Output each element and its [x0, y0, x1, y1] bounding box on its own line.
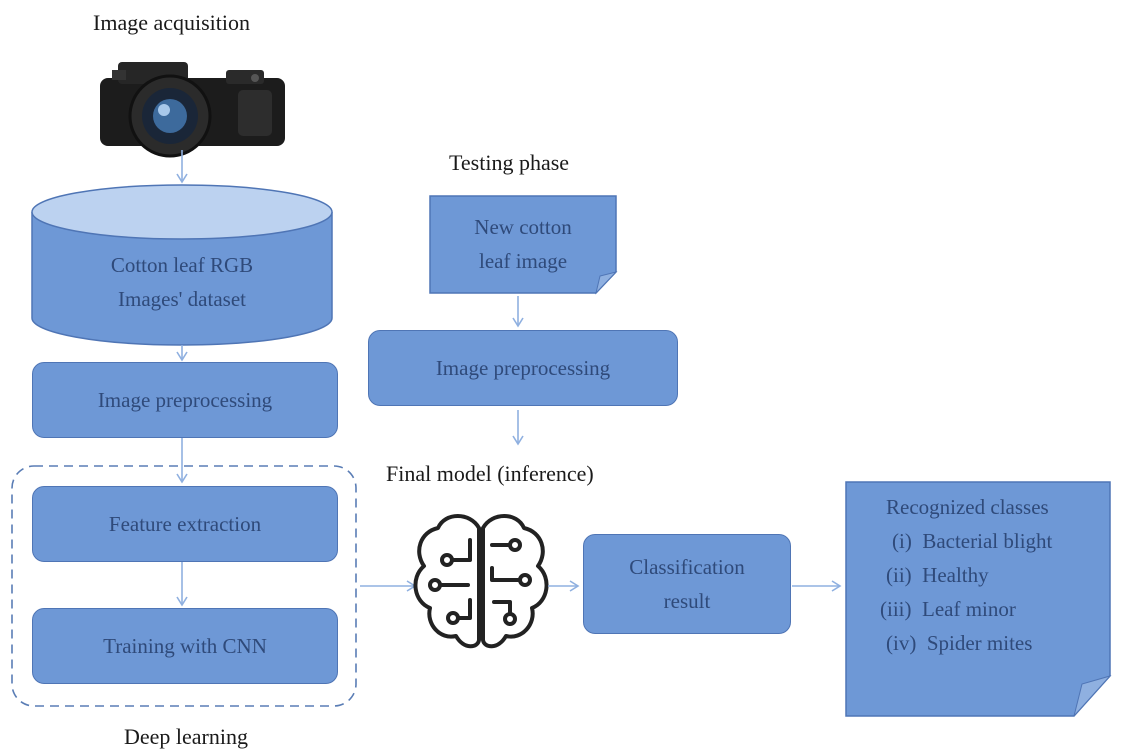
camera-icon [100, 62, 285, 158]
dataset-text: Cotton leaf RGB Images' dataset [32, 242, 332, 322]
feature-extraction-text: Feature extraction [108, 512, 262, 536]
preprocessing-box-train [32, 362, 338, 438]
new-image-text-line2: leaf image [478, 249, 568, 273]
new-image-text: New cotton leaf image [430, 206, 616, 282]
recognized-classes: Recognized classes (i) Bacterial blight … [880, 490, 1053, 660]
final-model-label: Final model (inference) [386, 461, 594, 486]
dataset-text-line1: Cotton leaf RGB [110, 253, 254, 277]
feature-extraction-box [32, 486, 338, 562]
classification-box [583, 534, 791, 634]
deep-learning-group [11, 465, 357, 707]
deep-learning-label: Deep learning [124, 724, 248, 749]
preprocessing-train-text: Image preprocessing [97, 388, 273, 412]
brain-circuit-icon [413, 514, 549, 649]
dataset-cylinder [31, 184, 333, 346]
recognized-classes-title: Recognized classes [886, 495, 1049, 519]
testing-phase-label: Testing phase [449, 150, 570, 175]
new-image-text-line1: New cotton [474, 215, 572, 239]
class-item: (iv) Spider mites [886, 631, 1033, 655]
class-item: (iii) Leaf minor [880, 597, 1016, 621]
preprocessing-test-text: Image preprocessing [435, 356, 611, 380]
training-cnn-text: Training with CNN [103, 634, 267, 658]
classification-text-line2: result [663, 589, 711, 613]
class-item: (ii) Healthy [886, 563, 989, 587]
preprocessing-box-test [368, 330, 678, 406]
classification-text-line1: Classification [629, 555, 745, 579]
dataset-text-line2: Images' dataset [118, 287, 246, 311]
class-item: (i) Bacterial blight [892, 529, 1053, 553]
training-cnn-box [32, 608, 338, 684]
image-acquisition-label: Image acquisition [93, 10, 251, 35]
classification-text: Classification result [583, 534, 791, 634]
